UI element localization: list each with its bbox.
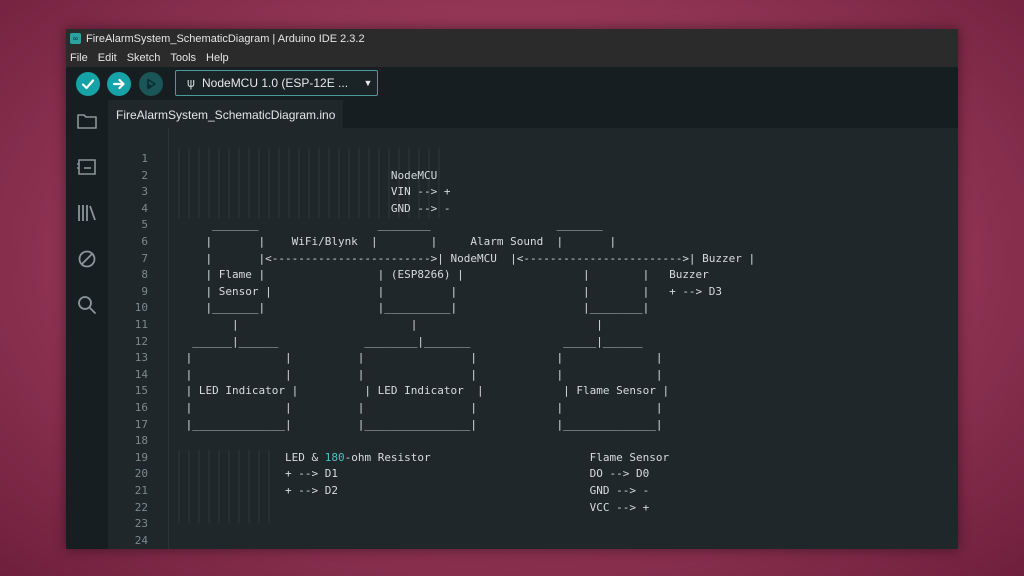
line-number: 18	[134, 434, 148, 448]
board-label: NodeMCU 1.0 (ESP-12E ...	[202, 76, 349, 90]
code-line: | | | | | |	[179, 401, 663, 414]
line-number: 14	[134, 367, 148, 381]
line-number: 15	[134, 384, 148, 398]
board-selector[interactable]: ψ NodeMCU 1.0 (ESP-12E ... ▼	[175, 70, 378, 96]
code-line: VIN --> +	[179, 185, 451, 199]
code-line: |______________| |________________| |___…	[179, 417, 663, 431]
code-line: VCC --> +	[179, 500, 650, 514]
arrow-right-icon	[112, 78, 125, 90]
debug-button[interactable]	[139, 72, 163, 96]
line-number: 6	[141, 235, 148, 248]
tab-label: FireAlarmSystem_SchematicDiagram.ino	[116, 108, 336, 122]
code-line: |_______| |__________| |________|	[179, 301, 650, 315]
code-line: ______|______ ________|_______ _____|___…	[179, 334, 643, 348]
code-line: | |<------------------------>| NodeMCU |…	[179, 251, 756, 265]
line-number: 17	[134, 417, 148, 431]
line-number: 5	[141, 218, 148, 232]
caret-down-icon: ▼	[363, 78, 373, 88]
line-number: 2	[141, 168, 148, 182]
code-line: NodeMCU	[179, 168, 438, 182]
title-bar: ∞ FireAlarmSystem_SchematicDiagram | Ard…	[66, 29, 958, 48]
menu-file[interactable]: File	[70, 51, 88, 64]
library-icon[interactable]	[76, 202, 98, 224]
folder-icon[interactable]	[76, 110, 98, 132]
line-number: 19	[134, 450, 148, 464]
upload-button[interactable]	[107, 72, 131, 96]
line-number: 9	[141, 284, 148, 298]
tab-bar: FireAlarmSystem_SchematicDiagram.ino	[108, 100, 958, 129]
sidebar	[66, 100, 108, 549]
check-icon	[81, 79, 95, 90]
debug-off-icon[interactable]	[76, 248, 98, 270]
code-line: _______ ________ _______	[179, 218, 603, 232]
line-number: 10	[134, 301, 148, 315]
usb-icon: ψ	[187, 76, 195, 90]
code-line: | Sensor | | | | | + --> D3	[179, 284, 723, 298]
menu-help[interactable]: Help	[206, 51, 229, 64]
debug-icon	[146, 78, 156, 90]
verify-button[interactable]	[76, 72, 100, 96]
line-number: 23	[134, 517, 148, 531]
tab-sketch-file[interactable]: FireAlarmSystem_SchematicDiagram.ino	[108, 100, 344, 129]
line-number: 16	[134, 401, 148, 414]
line-number: 25	[108, 548, 148, 549]
line-number-gutter: 1234567891011121314151617181920212223242…	[108, 128, 168, 549]
line-number: 3	[141, 185, 148, 199]
code-line: GND --> -	[179, 201, 451, 215]
menu-sketch[interactable]: Sketch	[126, 51, 161, 64]
code-line: | LED Indicator | | LED Indicator | | Fl…	[179, 384, 670, 398]
line-number: 4	[141, 201, 148, 215]
line-number: 11	[134, 318, 148, 331]
line-number: 12	[134, 334, 148, 348]
code-area[interactable]: NodeMCU VIN --> + GND --> - _______ ____…	[168, 128, 958, 549]
line-number: 7	[141, 251, 148, 265]
code-line: | | | | | |	[179, 351, 663, 365]
arduino-icon: ∞	[70, 33, 81, 44]
line-number: 8	[141, 268, 148, 282]
ide-window: ∞ FireAlarmSystem_SchematicDiagram | Ard…	[66, 29, 958, 549]
code-line: | | | | | |	[179, 367, 663, 381]
search-icon[interactable]	[76, 294, 98, 316]
menu-bar: File Edit Sketch Tools Help	[66, 48, 958, 67]
indent-guides	[178, 148, 440, 523]
code-line: LED & 180-ohm Resistor Flame Sensor	[179, 450, 670, 464]
toolbar: ψ NodeMCU 1.0 (ESP-12E ... ▼	[66, 67, 958, 100]
code-editor[interactable]: 1234567891011121314151617181920212223242…	[108, 128, 958, 549]
line-number: 20	[134, 467, 148, 481]
code-line: + --> D2 GND --> -	[179, 484, 650, 497]
line-number: 24	[134, 533, 148, 547]
code-line: | | |	[179, 318, 603, 331]
line-number: 1	[141, 152, 148, 165]
code-line: | | WiFi/Blynk | | Alarm Sound | |	[179, 235, 617, 248]
code-line: | Flame | | (ESP8266) | | | Buzzer	[179, 268, 709, 282]
menu-tools[interactable]: Tools	[170, 51, 197, 64]
window-title: FireAlarmSystem_SchematicDiagram | Ardui…	[86, 32, 365, 45]
menu-edit[interactable]: Edit	[97, 51, 117, 64]
line-number: 13	[134, 351, 148, 365]
code-line: + --> D1 DO --> D0	[179, 467, 650, 481]
line-number: 22	[134, 500, 148, 514]
line-number: 21	[134, 484, 148, 497]
board-manager-icon[interactable]	[76, 156, 98, 178]
